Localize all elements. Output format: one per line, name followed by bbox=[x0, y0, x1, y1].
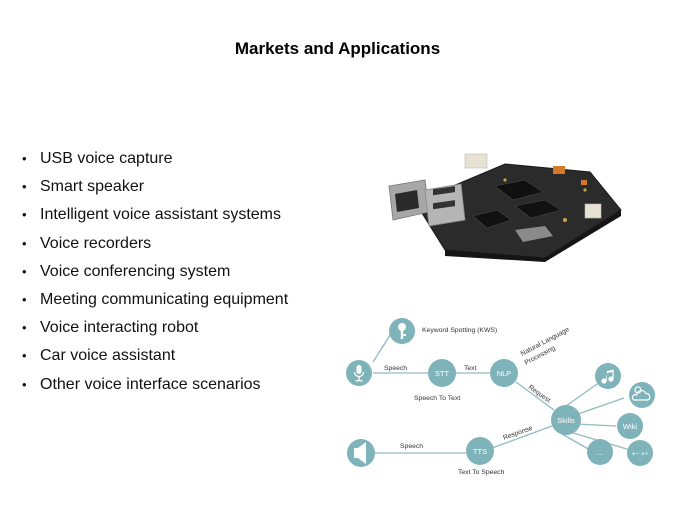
text-to-speech-label: Text To Speech bbox=[458, 469, 505, 476]
list-item: • Intelligent voice assistant systems bbox=[20, 202, 288, 230]
math-node-label: +− ×÷ bbox=[632, 451, 649, 458]
bullet-icon: • bbox=[22, 179, 27, 195]
list-item: • Voice conferencing system bbox=[20, 259, 288, 287]
list-item-text: Intelligent voice assistant systems bbox=[40, 206, 281, 224]
list-item: • Other voice interface scenarios bbox=[20, 372, 288, 400]
list-item-text: Voice conferencing system bbox=[40, 262, 231, 280]
list-item-text: Meeting communicating equipment bbox=[40, 290, 289, 308]
list-item-text: Smart speaker bbox=[40, 178, 145, 196]
list-item: • Voice interacting robot bbox=[20, 315, 288, 343]
voice-pipeline-diagram: STT NLP Skills Wiki ... TTS +− ×÷ Keywor… bbox=[346, 318, 655, 476]
list-item-text: Car voice assistant bbox=[40, 347, 176, 365]
speaker-icon bbox=[354, 442, 366, 464]
music-note-icon bbox=[601, 369, 614, 384]
stt-node-label: STT bbox=[435, 369, 450, 378]
nlp-node bbox=[490, 359, 518, 387]
speech-in-label: Speech bbox=[384, 365, 407, 372]
microphone-icon bbox=[355, 365, 363, 382]
bullet-icon: • bbox=[22, 263, 27, 279]
list-item-text: Voice recorders bbox=[40, 234, 152, 252]
speech-to-text-label: Speech To Text bbox=[414, 395, 460, 402]
bullet-icon: • bbox=[22, 348, 27, 364]
wiki-node-label: Wiki bbox=[623, 422, 637, 431]
microphone-arc-icon bbox=[353, 371, 365, 378]
slide-title: Markets and Applications bbox=[234, 39, 441, 58]
tts-node bbox=[466, 437, 494, 465]
text-label: Text bbox=[464, 365, 477, 372]
bullet-icon: • bbox=[22, 320, 27, 336]
circuit-board-image bbox=[388, 153, 622, 262]
music-node bbox=[595, 363, 621, 389]
skills-node-label: Skills bbox=[557, 416, 575, 425]
list-item: • Car voice assistant bbox=[20, 343, 288, 371]
list-item-text: USB voice capture bbox=[40, 150, 173, 167]
speech-out-label: Speech bbox=[400, 443, 423, 450]
nlp-node-label: NLP bbox=[497, 369, 512, 378]
bullet-icon: • bbox=[22, 151, 27, 166]
list-item-text: Voice interacting robot bbox=[40, 319, 199, 337]
applications-list: • USB voice capture • Smart speaker • Intel… bbox=[20, 146, 288, 400]
kws-label: Keyword Spotting (KWS) bbox=[422, 327, 497, 334]
more-node bbox=[587, 439, 613, 465]
stt-node bbox=[428, 359, 456, 387]
wiki-node bbox=[617, 413, 643, 439]
list-item: • USB voice capture bbox=[20, 146, 288, 174]
math-node bbox=[627, 440, 653, 466]
bullet-icon: • bbox=[22, 376, 27, 392]
response-label: Response bbox=[502, 425, 533, 442]
more-node-label: ... bbox=[597, 448, 603, 457]
key-icon bbox=[398, 323, 406, 339]
tts-node-label: TTS bbox=[473, 447, 487, 456]
bullet-icon: • bbox=[22, 235, 27, 251]
request-label: Request bbox=[527, 384, 552, 405]
list-item-text: Other voice interface scenarios bbox=[40, 375, 261, 393]
list-item: • Smart speaker bbox=[20, 174, 288, 202]
bullet-icon: • bbox=[22, 207, 27, 223]
list-item: • Voice recorders bbox=[20, 231, 288, 259]
list-item: • Meeting communicating equipment bbox=[20, 287, 288, 315]
skills-node bbox=[551, 405, 581, 435]
bullet-icon: • bbox=[22, 291, 27, 307]
weather-icon bbox=[631, 386, 651, 401]
